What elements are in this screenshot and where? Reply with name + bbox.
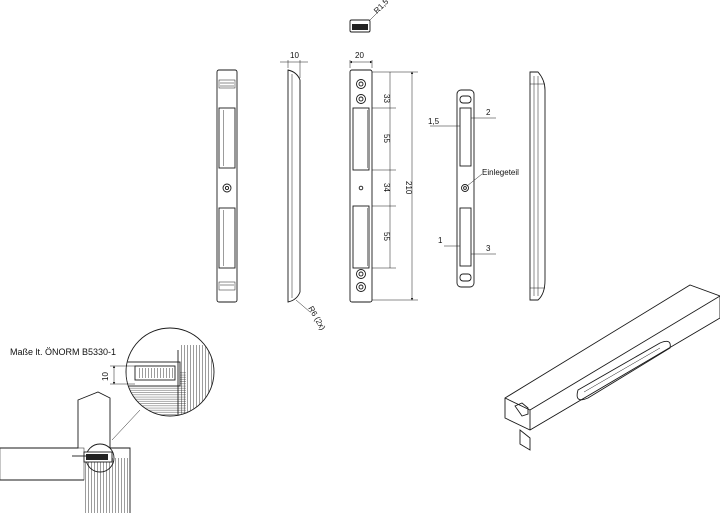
side-view-right — [529, 71, 546, 301]
small-section-view: R1,5 — [349, 0, 391, 33]
side-view-thin: 10 R6 (2x) — [280, 51, 327, 332]
dim-r15: R1,5 — [372, 0, 391, 15]
dim-20: 20 — [355, 51, 364, 60]
dim-3: 3 — [486, 244, 491, 253]
label-norm: Maße lt. ÖNORM B5330-1 — [10, 347, 116, 357]
strike-plate-dimensioned: 20 33 55 34 55 210 — [349, 51, 418, 303]
label-einlegeteil: Einlegeteil — [482, 168, 519, 177]
dim-15: 1,5 — [428, 117, 440, 126]
dim-55-b: 55 — [382, 232, 391, 241]
dim-210: 210 — [404, 181, 413, 195]
dim-r6: R6 (2x) — [306, 305, 327, 333]
dim-34: 34 — [382, 183, 391, 192]
dim-1: 1 — [438, 236, 443, 245]
dim-33: 33 — [382, 94, 391, 103]
installation-detail: Maße lt. ÖNORM B5330-1 10 — [0, 327, 215, 513]
strike-plate-front-left — [216, 69, 238, 303]
dim-10-top: 10 — [290, 51, 299, 60]
dim-10-detail: 10 — [101, 372, 110, 381]
dim-2: 2 — [486, 108, 491, 117]
isometric-view — [504, 284, 720, 451]
insert-part-view: 2 1,5 Einlegeteil 1 3 — [428, 89, 519, 288]
dim-55-a: 55 — [382, 134, 391, 143]
